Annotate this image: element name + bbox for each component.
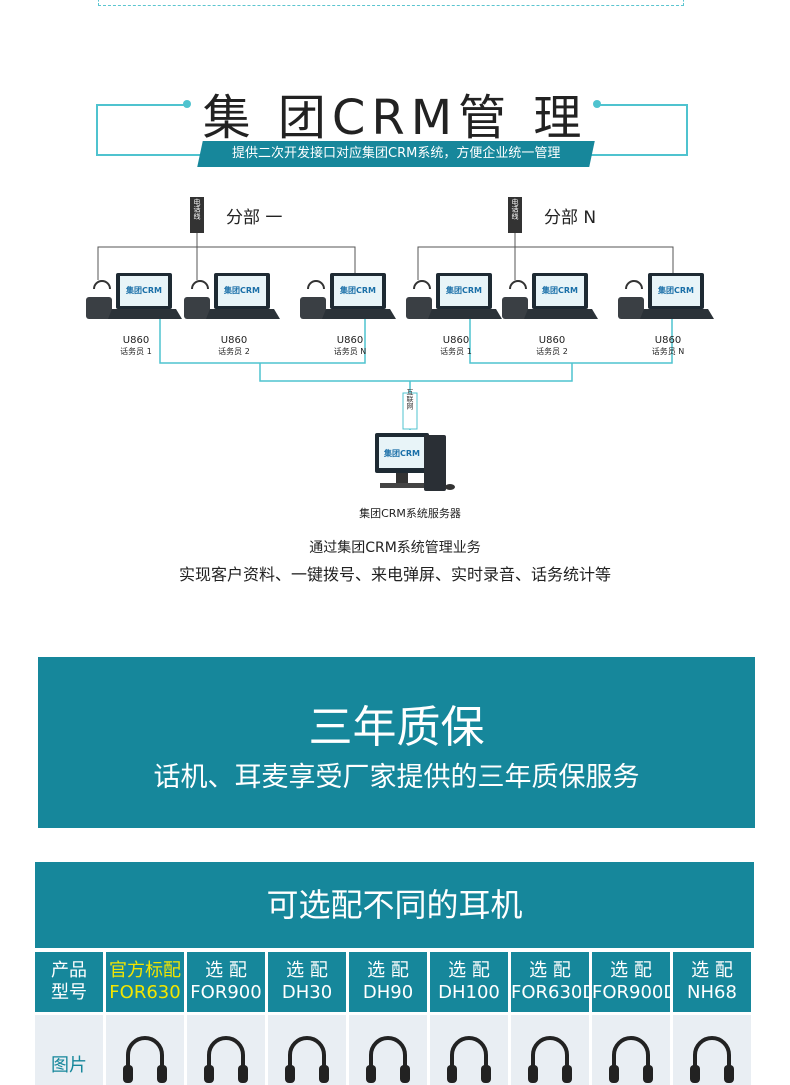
laptop-screen-label: 集团CRM <box>541 285 578 295</box>
desk-phone-icon <box>300 297 326 319</box>
station-model: U860 <box>443 335 469 346</box>
headphone-image-cell <box>349 1015 427 1085</box>
headphone-header: 可选配不同的耳机 <box>35 862 754 948</box>
model-row-label: 产品 型号 <box>35 952 103 1012</box>
headphone-image-cell <box>268 1015 346 1085</box>
headset-icon <box>413 280 431 290</box>
station-agent: 话务员 1 <box>440 346 472 356</box>
station-agent: 话务员 2 <box>218 346 250 356</box>
station-model: U860 <box>655 335 681 346</box>
server-label: 集团CRM系统服务器 <box>359 506 461 520</box>
model-tag: 选 配 <box>205 960 247 981</box>
model-tag: 选 配 <box>367 960 409 981</box>
model-tag: 选 配 <box>610 960 652 981</box>
image-row-label-cell: 图片 <box>35 1015 103 1085</box>
page-title: 集 团CRM管 理 <box>202 90 588 146</box>
warranty-title: 三年质保 <box>308 702 485 753</box>
subtitle-ribbon: 提供二次开发接口对应集团CRM系统，方便企业统一管理 <box>197 141 595 167</box>
phone-lines <box>97 230 674 280</box>
headset-icon <box>625 280 643 290</box>
model-name: FOR900 <box>190 982 262 1003</box>
server-screen-label: 集团CRM <box>383 448 420 458</box>
model-name: DH30 <box>281 982 333 1003</box>
model-tag: 选 配 <box>286 960 328 981</box>
server-computer: 集团CRM <box>375 433 455 491</box>
image-row-label: 图片 <box>51 1055 87 1076</box>
headphone-image-cell <box>430 1015 508 1085</box>
desk-phone-icon <box>502 297 528 319</box>
model-name: DH90 <box>362 982 414 1003</box>
station-model: U860 <box>221 335 247 346</box>
top-frame-border <box>98 0 684 6</box>
model-name: FOR900D <box>592 982 678 1003</box>
caption-line-2: 实现客户资料、一键拨号、来电弹屏、实时录音、话务统计等 <box>178 565 611 584</box>
model-tag: 选 配 <box>448 960 490 981</box>
station-agent: 话务员 N <box>334 346 367 356</box>
internet-label: 互联网 <box>406 389 414 411</box>
headphone-image-cell <box>592 1015 670 1085</box>
headset-icon <box>307 280 325 290</box>
headphone-image-cell <box>187 1015 265 1085</box>
station-model: U860 <box>123 335 149 346</box>
row-label-line-1: 产品 <box>51 960 87 981</box>
model-name: FOR630D <box>511 982 597 1003</box>
station-agent: 话务员 N <box>652 346 685 356</box>
model-name: FOR630 <box>109 982 181 1003</box>
desk-phone-icon <box>618 297 644 319</box>
image-row: 图片 <box>35 1015 754 1085</box>
station-agent: 话务员 2 <box>536 346 568 356</box>
laptop-screen-label: 集团CRM <box>339 285 376 295</box>
headset-icon <box>191 280 209 290</box>
warranty-banner: 三年质保 话机、耳麦享受厂家提供的三年质保服务 <box>38 657 755 828</box>
desk-phone-icon <box>86 297 112 319</box>
model-name: DH100 <box>438 982 500 1003</box>
station-model: U860 <box>539 335 565 346</box>
headphone-image-cell <box>106 1015 184 1085</box>
branch-label-1: 分部 一 <box>226 208 282 228</box>
headset-icon <box>509 280 527 290</box>
model-tag: 选 配 <box>691 960 733 981</box>
model-name: NH68 <box>687 982 737 1003</box>
station-agent: 话务员 1 <box>120 346 152 356</box>
row-label-line-2: 型号 <box>51 982 87 1003</box>
model-tag: 选 配 <box>529 960 571 981</box>
caption-line-1: 通过集团CRM系统管理业务 <box>309 540 481 556</box>
line-label-1: 电话线 <box>193 198 201 220</box>
line-label-boxes: 电话线 电话线 互联网 <box>190 197 522 430</box>
laptop-screen-label: 集团CRM <box>445 285 482 295</box>
laptop-screen-label: 集团CRM <box>125 285 162 295</box>
line-label-2: 电话线 <box>511 198 519 220</box>
warranty-subtitle: 话机、耳麦享受厂家提供的三年质保服务 <box>153 762 640 793</box>
headset-icon <box>93 280 111 290</box>
laptop-screen-label: 集团CRM <box>657 285 694 295</box>
branch-label-n: 分部 N <box>544 208 596 228</box>
desk-phone-icon <box>406 297 432 319</box>
laptop-screen-label: 集团CRM <box>223 285 260 295</box>
model-tag: 官方标配 <box>109 960 181 981</box>
station-model: U860 <box>337 335 363 346</box>
desk-phone-icon <box>184 297 210 319</box>
subtitle-text: 提供二次开发接口对应集团CRM系统，方便企业统一管理 <box>231 146 561 161</box>
